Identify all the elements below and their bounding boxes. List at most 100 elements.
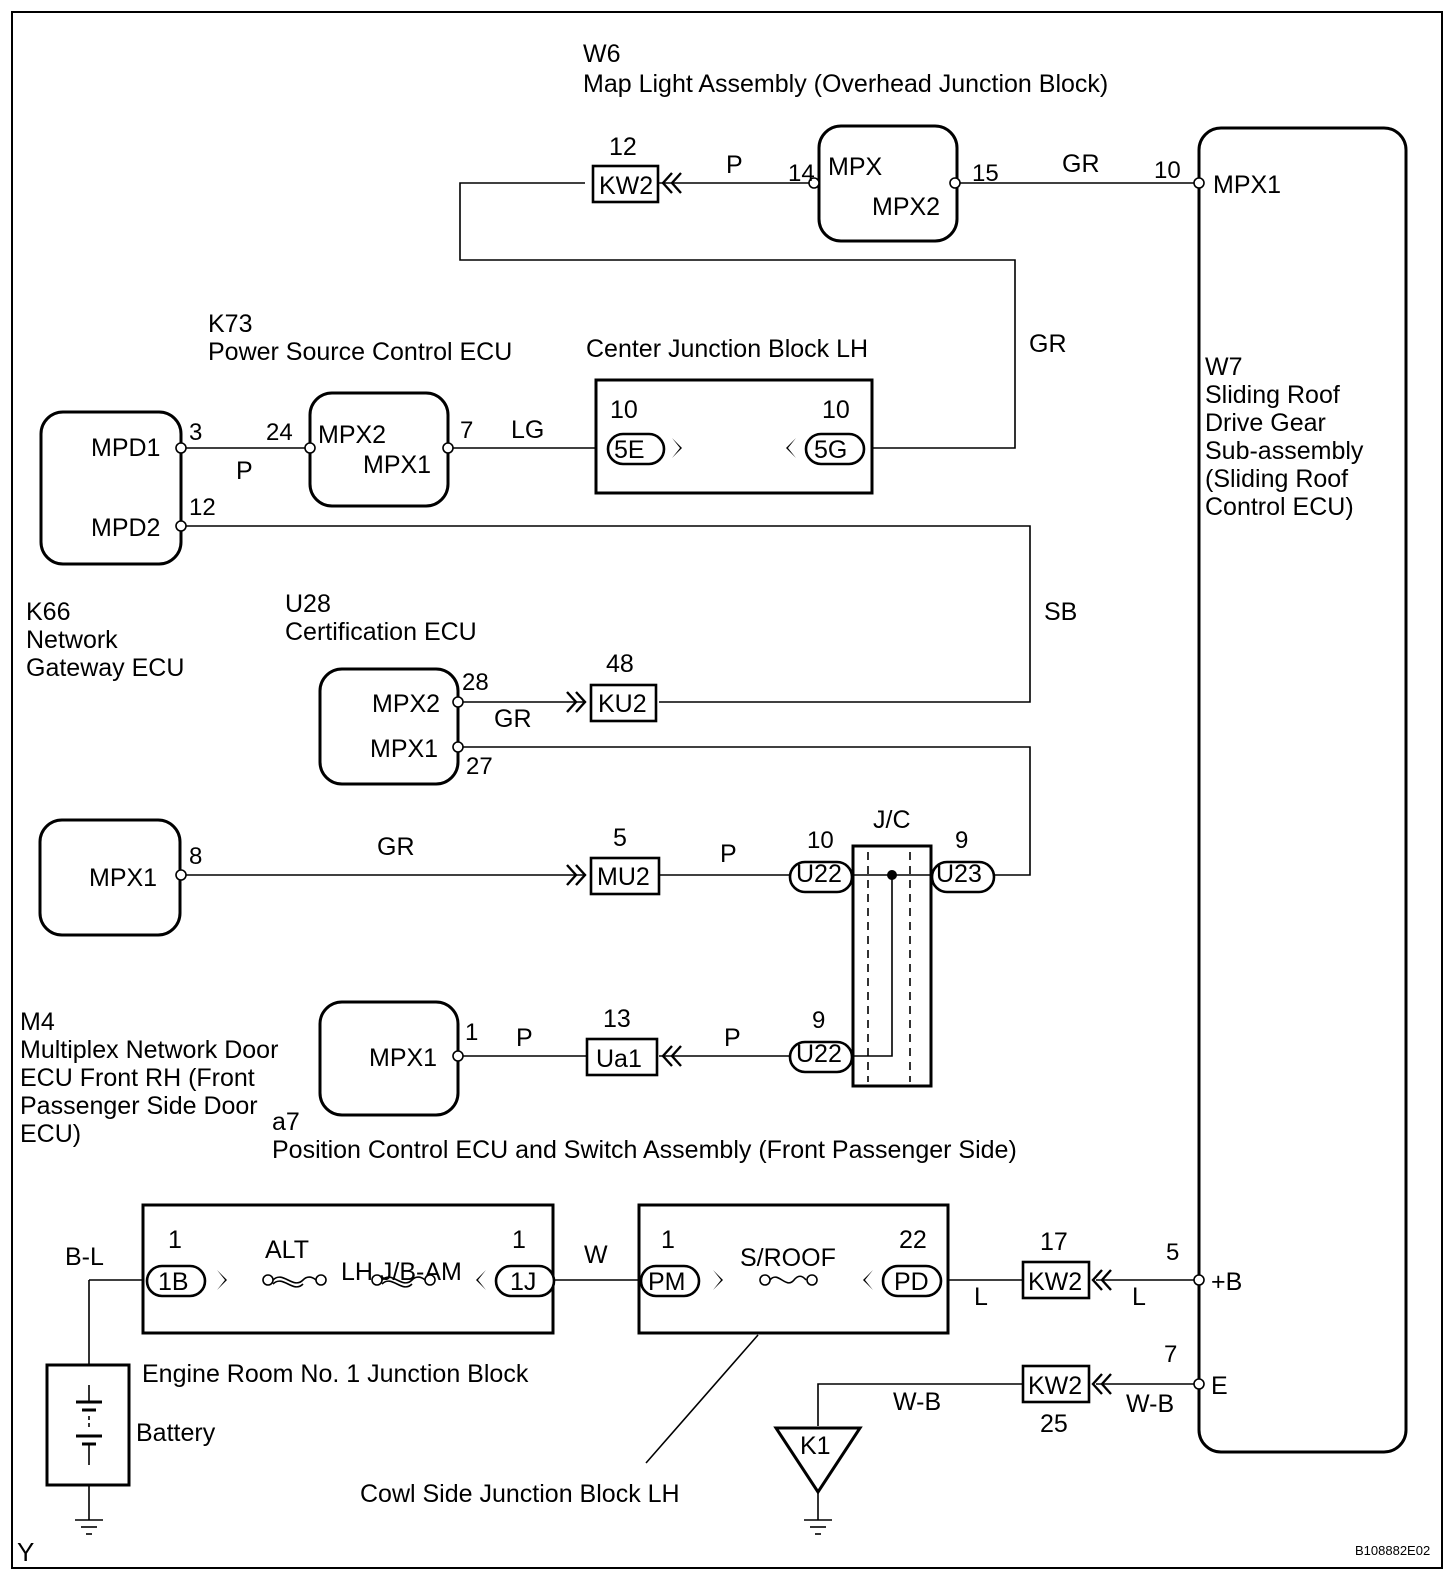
wire-color-gr-u28: GR xyxy=(494,705,532,733)
ua1-connector xyxy=(585,1037,659,1077)
w7-line5: (Sliding Roof xyxy=(1205,465,1348,493)
pin-w6-14: 14 xyxy=(788,160,815,187)
pin-k73-24: 24 xyxy=(266,419,293,446)
u28-pin-mpx1: MPX1 xyxy=(370,735,438,763)
wire-color-wb-left: W-B xyxy=(893,1388,941,1416)
u28-certification-box xyxy=(318,667,460,786)
wire-color-p-k66: P xyxy=(236,457,253,485)
cowl-jb-name: Cowl Side Junction Block LH xyxy=(360,1480,680,1508)
conn-pd-label: PD xyxy=(894,1268,929,1296)
pin-w6-15: 15 xyxy=(972,160,999,187)
wires xyxy=(88,182,1197,1520)
k73-pin-mpx2: MPX2 xyxy=(318,421,386,449)
w7-pin-mpx1: MPX1 xyxy=(1213,171,1281,199)
pin-w7-7: 7 xyxy=(1164,1341,1177,1368)
pin-u28-28: 28 xyxy=(462,669,489,696)
m4-pin-mpx1: MPX1 xyxy=(369,1044,437,1072)
wire-color-wb-right: W-B xyxy=(1126,1390,1174,1418)
w6-name: Map Light Assembly (Overhead Junction Bl… xyxy=(583,70,1108,98)
w6-map-light-box xyxy=(817,124,959,243)
w7-sliding-roof-box xyxy=(1197,126,1408,1454)
wire-color-bl: B-L xyxy=(65,1243,104,1271)
pin-jc-9: 9 xyxy=(955,827,968,854)
conn-u22-bottom-label: U22 xyxy=(796,1040,842,1068)
k66-pin-mpd1: MPD1 xyxy=(91,434,160,462)
wire-color-sb: SB xyxy=(1044,598,1077,626)
conn-1b xyxy=(145,1264,207,1298)
fuse-sroof-label: S/ROOF xyxy=(740,1244,836,1272)
kw2-connector-top xyxy=(591,164,660,204)
a7-code: a7 xyxy=(272,1108,300,1136)
ku2-label: KU2 xyxy=(598,690,647,718)
cjb-name: Center Junction Block LH xyxy=(586,335,868,363)
u28-name: Certification ECU xyxy=(285,618,477,646)
m4-line3: ECU Front RH (Front xyxy=(20,1064,255,1092)
k66-line3: Gateway ECU xyxy=(26,654,184,682)
kw2-connector-b xyxy=(1021,1260,1091,1300)
pin-m4-1: 1 xyxy=(465,1019,478,1046)
ku2-num: 48 xyxy=(606,650,634,678)
conn-pm xyxy=(639,1264,701,1298)
footer-left-code: Y xyxy=(17,1537,34,1567)
k73-pin-mpx1: MPX1 xyxy=(363,451,431,479)
conn-1b-label: 1B xyxy=(158,1268,189,1296)
cowl-jb-num-pm: 1 xyxy=(661,1226,675,1254)
wire-color-gr-vertical: GR xyxy=(1029,330,1067,358)
cowl-jb-num-pd: 22 xyxy=(899,1226,927,1254)
conn-1j-label: 1J xyxy=(510,1268,536,1296)
conn-u23-label: U23 xyxy=(936,860,982,888)
pin-jc-10: 10 xyxy=(807,827,834,854)
pin-a7-8: 8 xyxy=(189,843,202,870)
cjb-num-right: 10 xyxy=(822,396,850,424)
k73-name: Power Source Control ECU xyxy=(208,338,512,366)
kw2-e-label: KW2 xyxy=(1028,1372,1082,1400)
ua1-label: Ua1 xyxy=(596,1045,642,1073)
w7-line2: Sliding Roof xyxy=(1205,381,1340,409)
conn-u22-bottom xyxy=(788,1040,854,1074)
wire-color-lg: LG xyxy=(511,416,544,444)
conn-1j xyxy=(494,1264,556,1298)
diagram-frame xyxy=(11,11,1443,1569)
wire-color-p-mu2: P xyxy=(720,840,737,868)
battery-box xyxy=(45,1363,131,1487)
kw2-b-label: KW2 xyxy=(1028,1268,1082,1296)
wire-color-gr-top: GR xyxy=(1062,150,1100,178)
w7-pin-b: +B xyxy=(1211,1268,1242,1296)
wire-color-l-right: L xyxy=(1132,1283,1146,1311)
jc-label: J/C xyxy=(873,806,911,834)
pin-jc-9b: 9 xyxy=(812,1007,825,1034)
k1-ground-icon xyxy=(804,1519,832,1535)
k73-code: K73 xyxy=(208,310,252,338)
conn-pm-label: PM xyxy=(648,1268,686,1296)
w7-line4: Sub-assembly xyxy=(1205,437,1364,465)
w7-line6: Control ECU) xyxy=(1205,493,1354,521)
a7-name: Position Control ECU and Switch Assembly… xyxy=(272,1136,1017,1164)
battery-name: Battery xyxy=(136,1419,216,1447)
w6-pin-mpx: MPX xyxy=(828,153,883,181)
pin-u28-27: 27 xyxy=(466,753,493,780)
conn-u23 xyxy=(930,860,996,894)
pin-k66-3: 3 xyxy=(189,419,202,446)
u28-code: U28 xyxy=(285,590,331,618)
kw2-e-num: 25 xyxy=(1040,1410,1068,1438)
cjb-num-left: 10 xyxy=(610,396,638,424)
m4-line4: Passenger Side Door xyxy=(20,1092,258,1120)
u28-pin-mpx2: MPX2 xyxy=(372,690,440,718)
w7-code: W7 xyxy=(1205,353,1243,381)
wire-color-p-m4: P xyxy=(516,1024,533,1052)
conn-5g xyxy=(804,432,866,466)
mu2-connector xyxy=(589,856,661,896)
conn-u22-top-label: U22 xyxy=(796,860,842,888)
w6-pin-mpx2: MPX2 xyxy=(872,193,940,221)
fuse-lh-jb-am-icon xyxy=(371,1274,436,1288)
engine-jb-name: Engine Room No. 1 Junction Block xyxy=(142,1360,529,1388)
k1-ground-point xyxy=(773,1426,863,1495)
k1-label: K1 xyxy=(800,1432,831,1460)
pin-w7-5: 5 xyxy=(1166,1239,1179,1266)
conn-5e xyxy=(606,432,666,466)
pin-w7-10: 10 xyxy=(1154,157,1181,184)
wire-color-p-ua1: P xyxy=(724,1024,741,1052)
pin-k66-12: 12 xyxy=(189,494,216,521)
engine-jb-num-1j: 1 xyxy=(512,1226,526,1254)
